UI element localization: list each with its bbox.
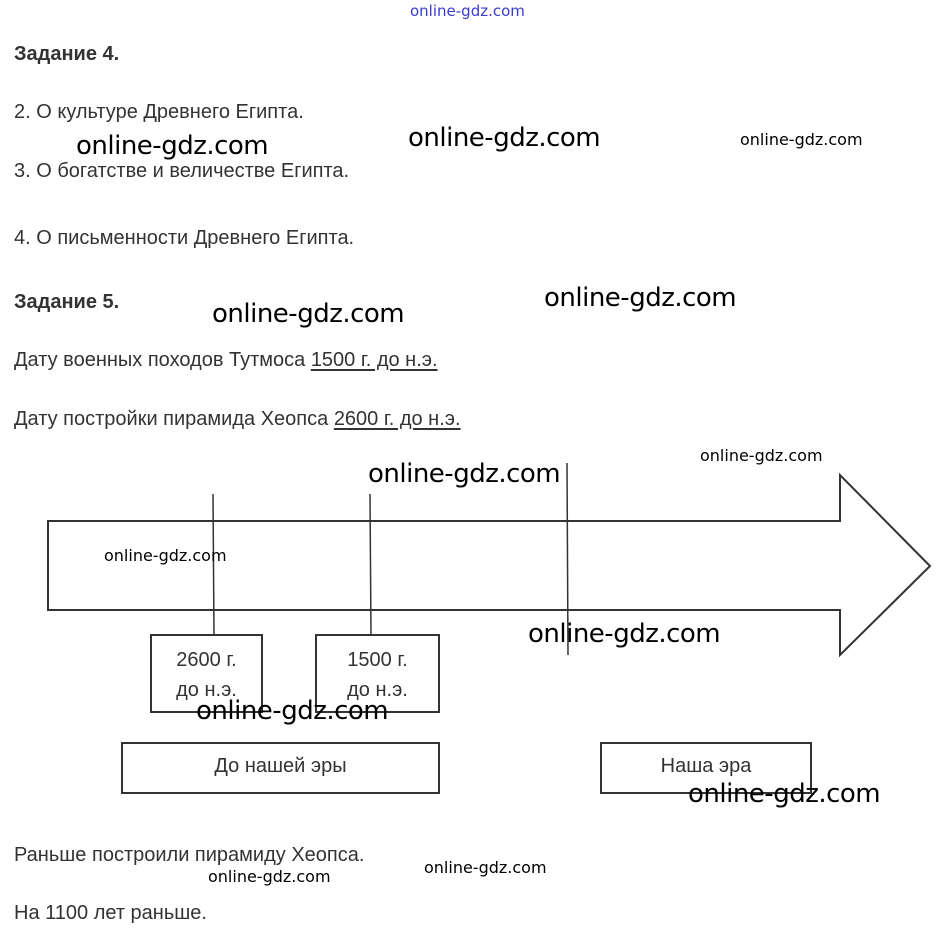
task5-heading: Задание 5. (14, 291, 120, 313)
answer-1: Раньше построили пирамиду Хеопса. (14, 844, 365, 866)
watermark: online-gdz.com (424, 858, 547, 877)
watermark: online-gdz.com (208, 867, 331, 886)
date-box-line: до н.э. (176, 679, 237, 701)
line2-value: 2600 г. до н.э. (333, 408, 461, 430)
task5-line2: Дату постройки пирамида Хеопса 2600 г. д… (14, 408, 461, 431)
arrow-shape (47, 472, 932, 658)
marker-line-1500 (369, 493, 372, 637)
line1-value: 1500 г. до н.э. (310, 349, 438, 371)
watermark: online-gdz.com (408, 123, 601, 153)
watermark: online-gdz.com (544, 283, 737, 313)
date-box-line: 1500 г. (347, 649, 408, 671)
marker-line-era-boundary (566, 462, 569, 656)
task4-heading: Задание 4. (14, 43, 120, 65)
date-box-2600: 2600 г. до н.э. (150, 634, 263, 713)
era-box-ad: Наша эра (600, 742, 812, 794)
task4-item: 2. О культуре Древнего Египта. (14, 101, 304, 123)
watermark: online-gdz.com (368, 459, 561, 489)
watermark: online-gdz.com (740, 130, 863, 149)
task5-line1: Дату военных походов Тутмоса 1500 г. до … (14, 349, 438, 372)
line2-label: Дату постройки пирамида Хеопса (14, 408, 329, 430)
date-box-1500: 1500 г. до н.э. (315, 634, 440, 713)
watermark: online-gdz.com (212, 299, 405, 329)
answer-2: На 1100 лет раньше. (14, 902, 207, 924)
line1-label: Дату военных походов Тутмоса (14, 349, 306, 371)
watermark: online-gdz.com (528, 619, 721, 649)
task4-item: 3. О богатстве и величестве Египта. (14, 160, 350, 182)
watermark: online-gdz.com (688, 779, 881, 809)
watermark: online-gdz.com (104, 546, 227, 565)
task4-item: 4. О письменности Древнего Египта. (14, 227, 355, 249)
watermark: online-gdz.com (410, 2, 525, 20)
date-box-line: 2600 г. (176, 649, 237, 671)
watermark: online-gdz.com (196, 696, 389, 726)
watermark: online-gdz.com (76, 131, 269, 161)
date-box-line: до н.э. (347, 679, 408, 701)
era-box-bc: До нашей эры (121, 742, 440, 794)
watermark: online-gdz.com (700, 446, 823, 465)
marker-line-2600 (212, 493, 215, 637)
